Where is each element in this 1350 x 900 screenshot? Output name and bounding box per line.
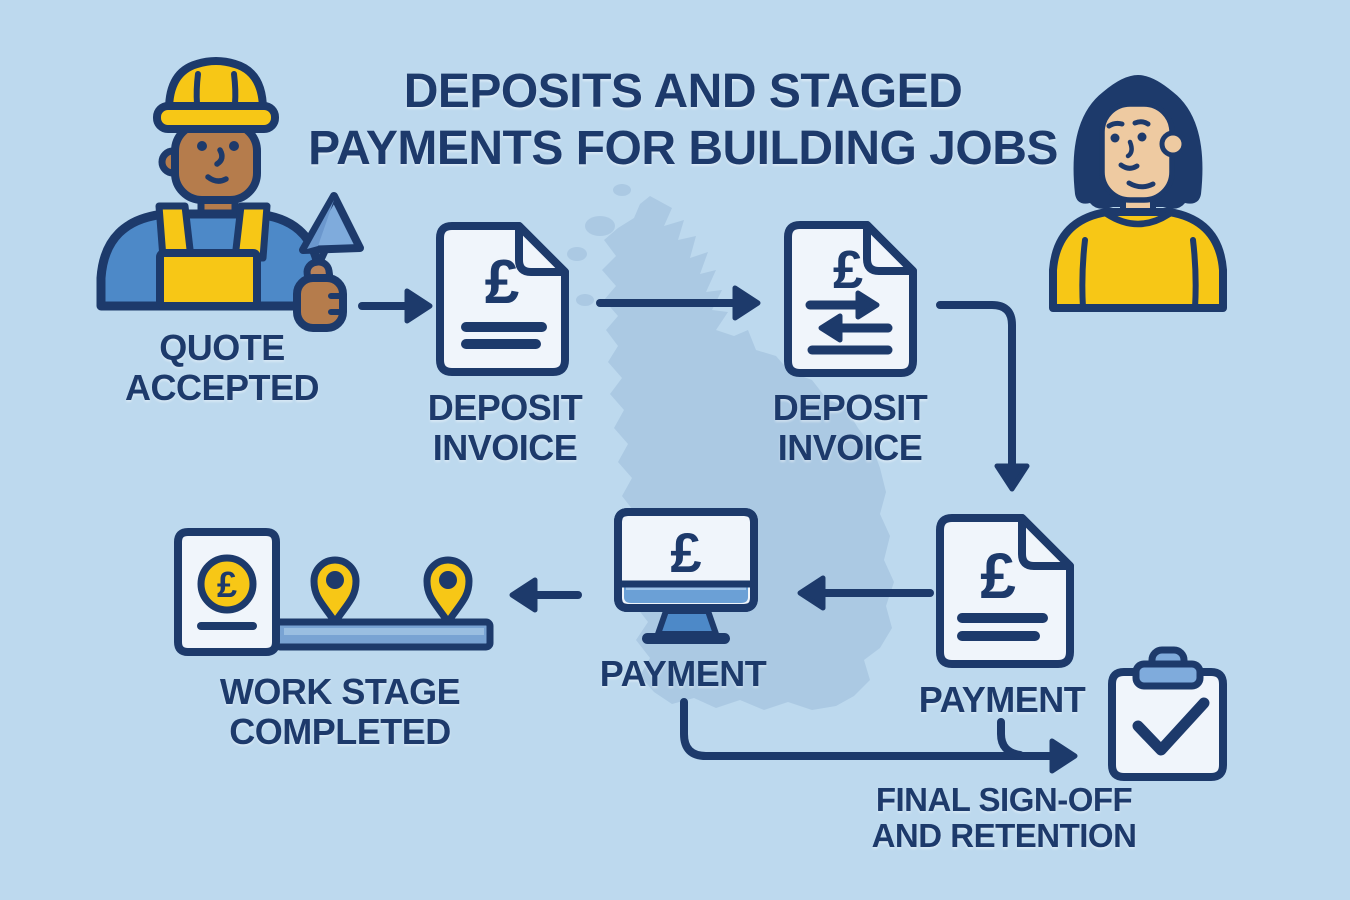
label-final-signoff: FINAL SIGN-OFF AND RETENTION — [871, 781, 1137, 855]
label-quote-accepted: QUOTE ACCEPTED — [124, 327, 320, 408]
pound-symbol: £ — [217, 564, 237, 605]
label-line: FINAL SIGN-OFF — [875, 781, 1133, 818]
page-title: DEPOSITS AND STAGED PAYMENTS FOR BUILDIN… — [0, 64, 1350, 177]
label-deposit-invoice-1: DEPOSIT INVOICE — [428, 388, 583, 467]
label-line: DEPOSIT — [772, 387, 928, 428]
label-work-stage: WORK STAGE COMPLETED — [219, 671, 461, 752]
map-pin-icon — [423, 556, 473, 626]
label-line: PAYMENT — [918, 679, 1086, 720]
pound-symbol: £ — [485, 248, 519, 317]
label-line: PAYMENT — [599, 653, 767, 694]
label-payment-invoice: PAYMENT — [919, 680, 1086, 720]
arrowhead — [1049, 738, 1078, 774]
label-payment-online: PAYMENT — [600, 654, 767, 694]
arrowhead — [994, 463, 1030, 492]
deposit-invoice-icon: £ — [436, 222, 569, 376]
label-line: INVOICE — [777, 426, 923, 468]
arrow-signoff-merge-stub — [997, 718, 1024, 759]
transfer-left-arrow-icon — [818, 313, 843, 343]
label-line: WORK STAGE — [219, 671, 461, 712]
transfer-right-arrow-icon — [855, 290, 880, 320]
label-line: INVOICE — [432, 426, 578, 468]
payment-document-icon: £ — [936, 514, 1074, 668]
page-title-line1: DEPOSITS AND STAGED — [403, 65, 963, 118]
label-line: AND RETENTION — [871, 817, 1137, 855]
work-stage-progress-icon: £ — [174, 528, 494, 656]
label-line: QUOTE — [159, 327, 285, 368]
pound-coin-icon — [197, 554, 257, 614]
pound-symbol: £ — [833, 240, 863, 300]
deposit-invoice-transfer-icon: £ — [784, 221, 917, 377]
arrow-invoice-to-payment — [936, 301, 1016, 468]
arrowhead — [732, 285, 761, 321]
final-signoff-clipboard-icon — [1108, 646, 1227, 781]
pound-symbol: £ — [670, 521, 701, 584]
label-line: DEPOSIT — [427, 387, 583, 428]
arrowhead — [797, 575, 826, 611]
map-pin-icon — [310, 556, 360, 626]
hard-hat-icon — [165, 57, 267, 114]
checkmark-icon — [1132, 697, 1210, 756]
arrowhead — [509, 577, 538, 613]
arrow-payment-to-signoff — [680, 698, 1054, 760]
arrowhead — [404, 288, 433, 324]
pound-symbol: £ — [980, 540, 1016, 612]
page-title-line2: PAYMENTS FOR BUILDING JOBS — [308, 121, 1058, 175]
online-payment-monitor-icon: £ — [614, 508, 758, 644]
homeowner-illustration — [1049, 75, 1227, 312]
label-line: COMPLETED — [229, 710, 451, 752]
label-deposit-invoice-2: DEPOSIT INVOICE — [773, 388, 928, 467]
builder-illustration — [96, 57, 364, 332]
label-line: ACCEPTED — [124, 366, 320, 408]
